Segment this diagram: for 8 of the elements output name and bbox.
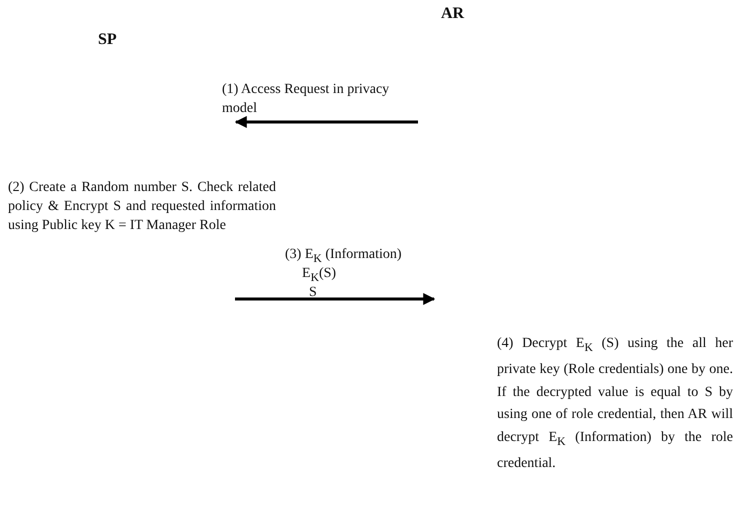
actor-name: AR <box>441 4 466 23</box>
step-description: (4) Decrypt E$_{K}$ (S) using the all her private key (Role credentials) one by one. If the decrypted value is equal to S by using one of role credential, then AR will decrypt E$_{K}$ (Information) by the role credential. <box>497 335 733 474</box>
actor-name: SP <box>98 30 118 49</box>
message-label: S <box>309 284 318 302</box>
message-label: (3) E$_{K}$ (Information) <box>285 246 403 267</box>
message-label: (1) Access Request in privacy model <box>222 81 390 118</box>
step-description: (2) Create a Random number S. Check related policy & Encrypt S and requested information using Public key K = IT Manager Role <box>8 179 276 235</box>
message-label: E$_{K}$(S) <box>302 265 338 286</box>
